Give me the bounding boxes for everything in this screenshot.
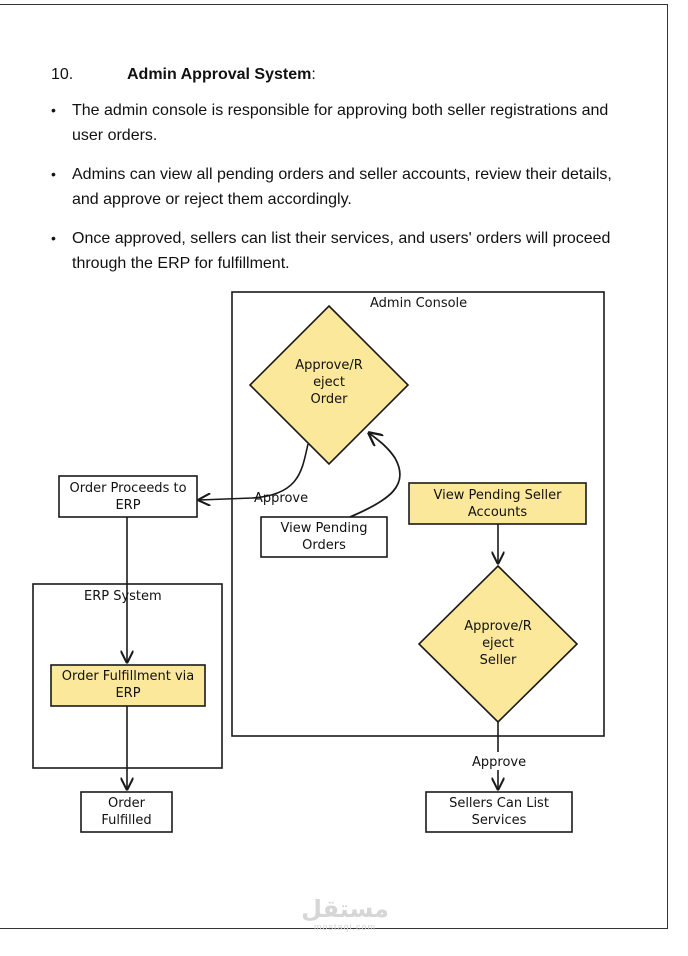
view-pending-seller-text: View Pending Seller Accounts <box>409 487 586 521</box>
node-line: Sellers Can List <box>449 796 549 811</box>
approve-reject-seller-text: Approve/R eject Seller <box>448 618 548 669</box>
node-line: eject <box>313 375 345 390</box>
watermark-latin: mostaql.com <box>313 922 377 932</box>
bullet-icon: • <box>51 230 56 246</box>
section-heading: 10. Admin Approval System: <box>51 66 316 84</box>
bullet-text: Once approved, sellers can list their se… <box>72 230 611 272</box>
mostaql-watermark: مستقل mostaql.com <box>290 896 400 932</box>
node-line: ERP <box>115 686 141 701</box>
list-item: • Admins can view all pending orders and … <box>51 162 631 212</box>
node-line: Order <box>108 796 145 811</box>
watermark-arabic: مستقل <box>301 895 389 923</box>
page-border <box>0 4 668 929</box>
node-line: Fulfilled <box>101 813 152 828</box>
approve-reject-order-text: Approve/R eject Order <box>279 357 379 408</box>
approve-label-left: Approve <box>254 491 308 506</box>
approve-label-right-bg <box>468 752 528 770</box>
order-fulfillment-box <box>50 664 206 707</box>
node-line: Orders <box>302 538 346 553</box>
order-proceeds-text: Order Proceeds to ERP <box>59 480 197 514</box>
node-line: Order Proceeds to <box>69 481 187 496</box>
approve-label-right: Approve <box>472 755 526 770</box>
bullet-text: The admin console is responsible for app… <box>72 102 609 144</box>
node-line: Seller <box>479 653 517 668</box>
node-line: Services <box>471 813 527 828</box>
node-line: eject <box>482 636 514 651</box>
view-pending-seller-box <box>408 482 587 525</box>
approve-reject-order-diamond <box>248 304 410 466</box>
node-line: Order <box>310 392 348 407</box>
section-title: Admin Approval System <box>127 66 312 83</box>
bullet-text: Admins can view all pending orders and s… <box>72 166 612 208</box>
bullet-icon: • <box>51 102 56 118</box>
section-number: 10. <box>51 66 74 83</box>
bullet-icon: • <box>51 166 56 182</box>
list-item: • The admin console is responsible for ap… <box>51 98 631 148</box>
node-line: Approve/R <box>464 619 532 634</box>
node-line: View Pending Seller <box>433 488 562 503</box>
order-fulfilled-box <box>80 791 173 833</box>
admin-console-label: Admin Console <box>370 296 467 311</box>
bullet-list: • The admin console is responsible for ap… <box>51 98 631 290</box>
erp-system-label: ERP System <box>84 589 162 604</box>
order-proceeds-box <box>58 475 198 518</box>
node-line: ERP <box>115 498 141 513</box>
node-line: View Pending <box>280 521 368 536</box>
admin-console-container <box>231 291 605 737</box>
section-title-suffix: : <box>311 66 316 83</box>
order-fulfillment-text: Order Fulfillment via ERP <box>51 668 205 702</box>
sellers-list-services-box <box>425 791 573 833</box>
sellers-list-services-text: Sellers Can List Services <box>426 795 572 829</box>
arrow-pending-orders-to-decision <box>349 433 401 518</box>
list-item: • Once approved, sellers can list their s… <box>51 226 631 276</box>
arrow-approve-to-erp <box>199 443 309 500</box>
view-pending-orders-box <box>260 516 388 558</box>
node-line: Accounts <box>467 505 528 520</box>
view-pending-orders-text: View Pending Orders <box>261 520 387 554</box>
node-line: Order Fulfillment via <box>61 669 195 684</box>
order-fulfilled-text: Order Fulfilled <box>81 795 172 829</box>
node-line: Approve/R <box>295 358 363 373</box>
